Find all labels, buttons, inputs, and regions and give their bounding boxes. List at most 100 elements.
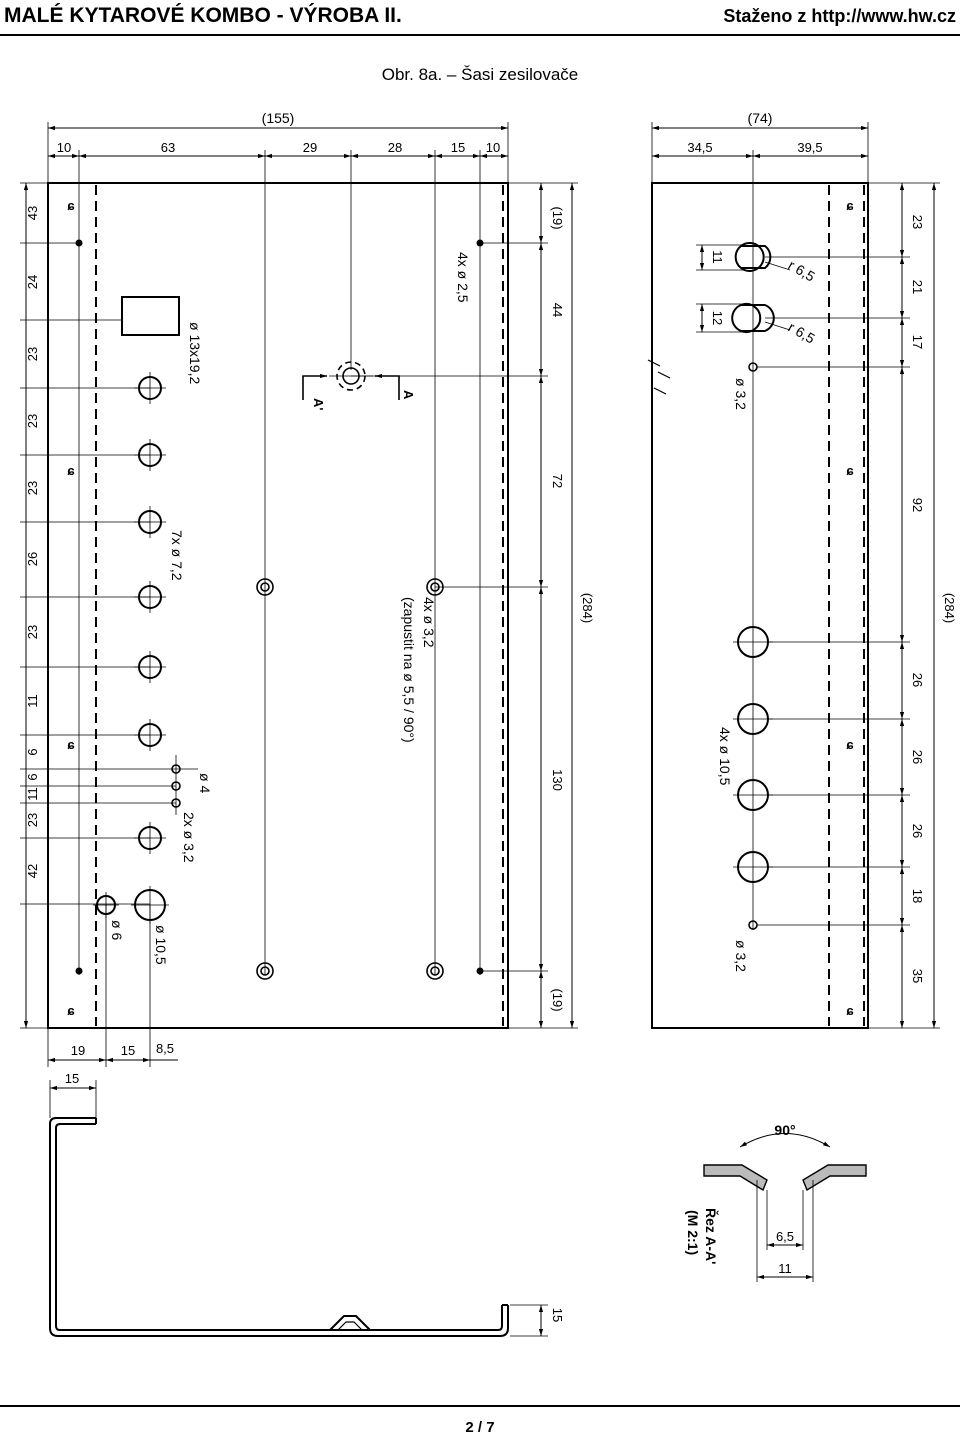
front-left-dim-3: 23 bbox=[25, 347, 40, 361]
side-panel: (74) 34,5 39,5 11 12 r 6,5 r 6,5 ø bbox=[647, 110, 957, 1029]
front-left-dim-11: 11 bbox=[25, 787, 40, 801]
label-mount-holes: 4x ø 3,2 bbox=[421, 597, 437, 648]
side-top-dim-2: 39,5 bbox=[797, 140, 822, 155]
front-bottom-dim-3: 8,5 bbox=[156, 1041, 174, 1056]
front-right-dim-2: 44 bbox=[550, 303, 565, 317]
screw-mark-icon: ɕ bbox=[67, 1003, 74, 1018]
front-left-dim-13: 42 bbox=[25, 864, 40, 878]
front-left-dim-12: 23 bbox=[25, 813, 40, 827]
section-extension-lines bbox=[756, 1180, 814, 1282]
section-label-a-prime: A' bbox=[311, 398, 326, 410]
label-holes-3-2: 2x ø 3,2 bbox=[181, 812, 197, 863]
front-panel: (155) 10 63 29 28 15 10 bbox=[20, 110, 595, 1067]
profile-extension-lines bbox=[49, 1080, 548, 1337]
side-dim-11: 11 bbox=[710, 250, 725, 264]
figure-caption: Obr. 8a. – Šasi zesilovače bbox=[381, 65, 579, 84]
section-inner-width: 6,5 bbox=[776, 1229, 794, 1244]
front-right-dim-1: (19) bbox=[550, 206, 565, 229]
source-link[interactable]: Staženo z http://www.hw.cz bbox=[723, 6, 956, 26]
side-overall-width: (74) bbox=[748, 110, 773, 126]
front-top-dim-5: 15 bbox=[451, 140, 465, 155]
side-right-dim-8: 18 bbox=[910, 889, 925, 903]
label-hole-6: ø 6 bbox=[109, 920, 125, 940]
side-panel-outline bbox=[651, 182, 869, 1029]
jack-hole-crosshairs bbox=[93, 886, 169, 924]
section-marker-left bbox=[302, 373, 327, 400]
side-right-dim-3: 17 bbox=[910, 335, 925, 349]
front-left-dim-10: 6 bbox=[25, 773, 40, 780]
section-angle-arc bbox=[739, 1133, 831, 1148]
screw-mark-icon: ɕ bbox=[67, 463, 74, 478]
label-rect-hole: ø 13x19,2 bbox=[187, 322, 203, 384]
corner-holes bbox=[75, 239, 484, 975]
leader-radius-2 bbox=[764, 321, 791, 331]
side-right-dim-6: 26 bbox=[910, 750, 925, 764]
rect-switch-hole bbox=[121, 296, 180, 336]
front-right-dim-3: 72 bbox=[550, 474, 565, 488]
front-left-dim-5: 23 bbox=[25, 481, 40, 495]
pot-hole-crosshairs bbox=[134, 372, 166, 854]
front-right-dim-4: 130 bbox=[550, 769, 565, 791]
front-left-dim-8: 11 bbox=[25, 694, 40, 708]
front-left-dim-7: 23 bbox=[25, 625, 40, 639]
mount-holes bbox=[256, 578, 444, 980]
label-pot-holes: 7x ø 7,2 bbox=[169, 530, 185, 581]
side-label-hole-top: ø 3,2 bbox=[733, 378, 749, 410]
section-label-a: A bbox=[401, 390, 416, 400]
label-hole-4: ø 4 bbox=[197, 773, 213, 793]
label-hole-10-5: ø 10,5 bbox=[153, 925, 169, 965]
side-right-dim-1: 23 bbox=[910, 215, 925, 229]
side-label-hole-bottom: ø 3,2 bbox=[733, 940, 749, 972]
side-right-dim-2: 21 bbox=[910, 280, 925, 294]
screw-mark-icon: ɕ bbox=[67, 737, 74, 752]
front-top-dim-1: 10 bbox=[57, 140, 71, 155]
side-right-dim-9: 35 bbox=[910, 969, 925, 983]
screw-mark-icon: ɕ bbox=[846, 463, 853, 478]
chassis-profile: 15 15 bbox=[49, 1071, 565, 1337]
screw-mark-icon: ɕ bbox=[846, 198, 853, 213]
profile-height: 15 bbox=[550, 1308, 565, 1322]
front-right-extension-lines bbox=[351, 182, 578, 1029]
side-top-extension-lines bbox=[651, 122, 869, 930]
side-edge-cut-mark bbox=[647, 359, 671, 395]
section-scale: (M 2:1) bbox=[685, 1210, 701, 1255]
side-right-dim-5: 26 bbox=[910, 673, 925, 687]
profile-flange-width: 15 bbox=[65, 1071, 79, 1086]
side-top-dim-1: 34,5 bbox=[687, 140, 712, 155]
footer-rule bbox=[0, 1405, 960, 1407]
side-right-dim-4: 92 bbox=[910, 498, 925, 512]
front-left-dim-6: 26 bbox=[25, 552, 40, 566]
side-radius-2: r 6,5 bbox=[786, 319, 818, 347]
profile-inner bbox=[55, 1123, 503, 1331]
profile-countersink bbox=[329, 1315, 371, 1331]
profile-countersink-inner bbox=[337, 1321, 363, 1331]
front-left-chain bbox=[20, 182, 176, 1029]
front-top-extension-lines bbox=[47, 122, 509, 975]
section-left-sheet bbox=[703, 1164, 768, 1192]
front-screw-marks: ɕ ɕ ɕ ɕ bbox=[67, 198, 74, 1018]
leader-radius-1 bbox=[764, 261, 791, 271]
section-outer-width: 11 bbox=[778, 1261, 792, 1276]
front-bottom-dim-2: 15 bbox=[121, 1043, 135, 1058]
side-big-hole-crosshairs bbox=[733, 641, 773, 868]
front-left-dim-1: 43 bbox=[25, 206, 40, 220]
side-label-big-holes: 4x ø 10,5 bbox=[717, 727, 733, 786]
front-top-dim-6: 10 bbox=[486, 140, 500, 155]
page-number: 2 / 7 bbox=[465, 1419, 495, 1436]
front-left-dim-9: 6 bbox=[25, 748, 40, 755]
section-angle: 90° bbox=[774, 1122, 795, 1138]
section-title: Řez A-A' bbox=[703, 1208, 720, 1264]
label-countersink: (zapustit na ø 5,5 / 90°) bbox=[401, 597, 417, 743]
front-top-dim-2: 63 bbox=[161, 140, 175, 155]
side-radius-1: r 6,5 bbox=[786, 257, 818, 285]
side-screw-marks: ɕ ɕ ɕ ɕ bbox=[846, 198, 853, 1018]
label-corner-holes: 4x ø 2,5 bbox=[455, 252, 471, 303]
front-overall-width: (155) bbox=[262, 110, 295, 126]
front-top-dim-3: 29 bbox=[303, 140, 317, 155]
front-top-dim-4: 28 bbox=[388, 140, 402, 155]
front-left-dim-2: 24 bbox=[25, 275, 40, 289]
screw-mark-icon: ɕ bbox=[846, 737, 853, 752]
side-right-dim-7: 26 bbox=[910, 824, 925, 838]
section-marker-right bbox=[375, 373, 400, 400]
